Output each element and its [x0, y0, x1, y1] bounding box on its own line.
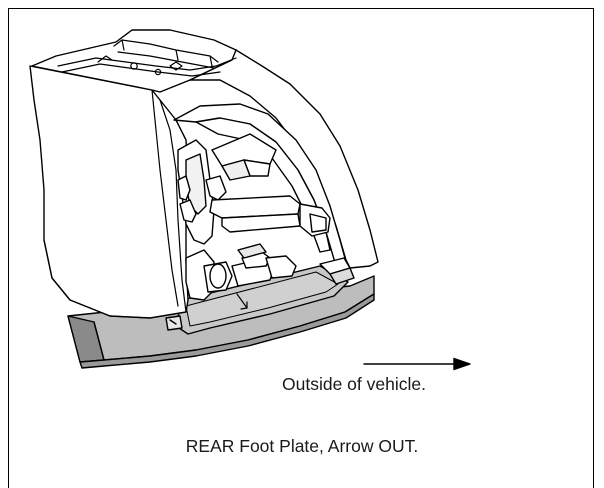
right-tabs	[319, 257, 355, 285]
back-wedge	[211, 133, 277, 181]
figure-caption: REAR Foot Plate, Arrow OUT.	[185, 436, 419, 456]
unit-shell	[29, 29, 379, 319]
direction-label: Outside of vehicle.	[282, 374, 426, 394]
shell-edges	[43, 89, 187, 319]
top-rails	[57, 39, 237, 77]
figure-frame	[8, 8, 594, 488]
foot-plate	[165, 265, 349, 335]
direction-arrow-icon	[363, 357, 471, 371]
latch-mechanism	[177, 139, 227, 245]
inner-bars	[209, 195, 331, 237]
plate-arrow-icon	[236, 293, 248, 310]
roller-assembly	[185, 243, 297, 301]
